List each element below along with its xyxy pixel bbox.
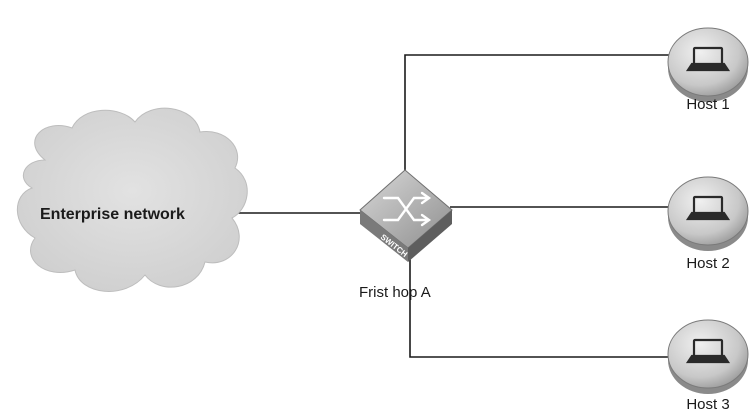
link-switch-host3 [409, 240, 672, 358]
host-label-1: Host 1 [686, 96, 730, 113]
host1-icon [667, 27, 749, 102]
network-links [230, 54, 672, 358]
laptop-icon [685, 195, 731, 221]
host2-icon [667, 176, 749, 251]
switch-icon: SWITCH [359, 169, 453, 262]
cloud-icon [16, 107, 248, 292]
laptop-icon [685, 46, 731, 72]
cloud-label: Enterprise network [40, 206, 185, 223]
laptop-icon [685, 338, 731, 364]
link-switch-host1 [404, 54, 672, 175]
host-label-2: Host 2 [686, 255, 730, 272]
switch-label: Frist hop A [359, 284, 431, 301]
host-label-3: Host 3 [686, 396, 730, 413]
host3-icon [667, 319, 749, 394]
